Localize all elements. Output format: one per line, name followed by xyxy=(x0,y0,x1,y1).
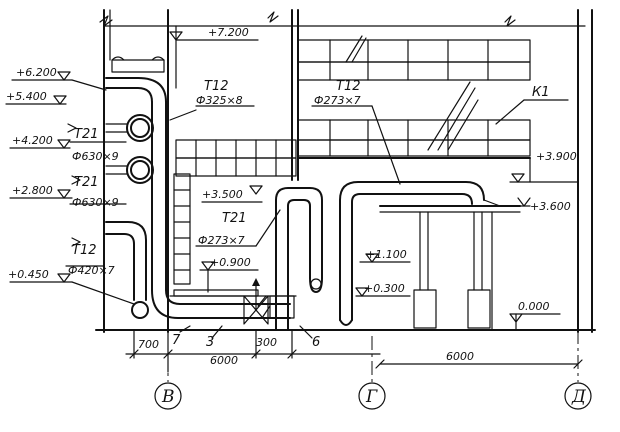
mark-3: 3 xyxy=(206,335,214,350)
axis-bubble-g xyxy=(358,382,386,410)
mark-7: 7 xyxy=(172,333,181,348)
pipe-t12-left xyxy=(105,221,149,319)
dimension-span-left: 6000 xyxy=(210,354,238,367)
pipe-t12-top-mark: T12 xyxy=(204,79,228,94)
elevation-0450: +0.450 xyxy=(8,268,49,281)
elevation-0000: 0.000 xyxy=(518,300,550,313)
pipe-t12-left-mark: T12 xyxy=(72,243,96,258)
dimension-span-right: 6000 xyxy=(446,350,474,363)
elevation-1100: +1.100 xyxy=(366,248,407,261)
valve xyxy=(243,278,271,325)
elevation-6200: +6.200 xyxy=(16,66,57,79)
axis-bubble-v xyxy=(154,382,182,410)
elevation-marks xyxy=(5,25,579,331)
elevation-0900: +0.900 xyxy=(210,256,251,269)
axis-label-g: Г xyxy=(365,387,378,407)
elevation-2800: +2.800 xyxy=(12,184,53,197)
axis-label-v: В xyxy=(161,387,175,407)
dimension-300: 300 xyxy=(256,336,277,349)
pipe-t12-left-size: Ф420×7 xyxy=(68,264,115,277)
pipe-t21-mid xyxy=(275,187,323,331)
pipe-t21-mid-size: Ф273×7 xyxy=(198,234,245,247)
pipe-t21-lower-size: Ф630×9 xyxy=(72,196,119,209)
building-frame xyxy=(95,9,596,333)
elevation-3500: +3.500 xyxy=(202,188,243,201)
elevation-3600: +3.600 xyxy=(530,200,571,213)
grid-axes xyxy=(154,330,592,410)
axis-bubble-d xyxy=(564,382,592,410)
elevation-4200: +4.200 xyxy=(12,134,53,147)
elevation-5400: +5.400 xyxy=(6,90,47,103)
pipe-t21-mid-mark: T21 xyxy=(222,211,246,226)
axis-label-d: Д xyxy=(571,387,587,407)
pipe-t12-mid-mark: T12 xyxy=(336,79,360,94)
labels: +7.200 +6.200 +5.400 +4.200 +2.800 +0.45… xyxy=(6,26,587,407)
pipe-t21-upper-size: Ф630×9 xyxy=(72,150,119,163)
dimension-lines xyxy=(125,329,583,373)
pipe-t12-mid-size: Ф273×7 xyxy=(314,94,361,107)
elevation-0300: +0.300 xyxy=(364,282,405,295)
pipe-t21-lower xyxy=(105,156,154,184)
pipe-t21-upper xyxy=(105,114,154,142)
pipe-t21-lower-mark: T21 xyxy=(74,175,98,190)
lower-header xyxy=(169,289,297,319)
pipe-t21-upper-mark: T21 xyxy=(74,127,98,142)
roof-cap xyxy=(111,56,165,73)
pipe-t12-top-size: Ф325×8 xyxy=(196,94,243,107)
elevation-7200: +7.200 xyxy=(208,26,249,39)
mark-6: 6 xyxy=(312,335,320,350)
leader-lines xyxy=(65,99,569,339)
dimension-700: 700 xyxy=(138,338,159,351)
window-grid-upper xyxy=(173,35,531,285)
mark-k1: К1 xyxy=(532,85,550,100)
pipe-t12-mid xyxy=(339,181,501,326)
pipe-supports xyxy=(413,211,493,331)
elevation-3900: +3.900 xyxy=(536,150,577,163)
